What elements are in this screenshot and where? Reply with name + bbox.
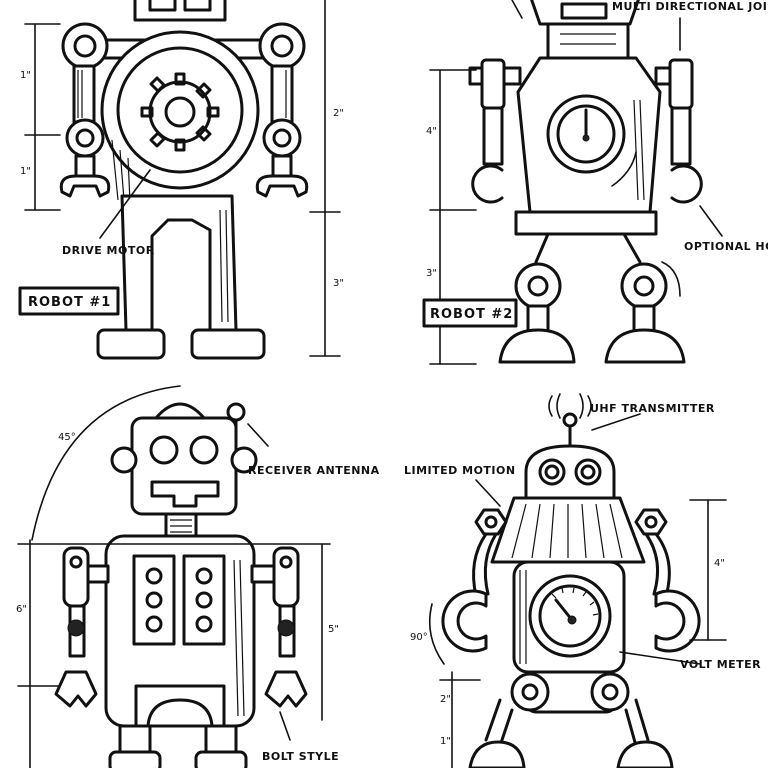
callout-multi-directional-joint: MULTI DIRECTIONAL JOINT — [612, 0, 768, 13]
robot-1 — [18, 0, 341, 360]
rivet-icon — [145, 567, 213, 633]
callout-receiver-antenna: RECEIVER ANTENNA — [248, 464, 380, 477]
dim-r4-angle: 90° — [410, 632, 428, 643]
callout-drive-motor: DRIVE MOTOR — [62, 244, 155, 257]
callout-volt-meter: VOLT METER — [680, 658, 761, 671]
dim-r2-b: 3" — [426, 268, 437, 279]
bolt-icon — [474, 508, 668, 536]
robot-2 — [422, 0, 723, 365]
dim-r1-c: 2" — [333, 108, 344, 119]
dim-r1-a: 1" — [20, 70, 31, 81]
callout-limited-motion: LIMITED MOTION — [404, 464, 516, 477]
robot-1-tag: ROBOT #1 — [28, 295, 111, 310]
dim-r3-a: 6" — [16, 604, 27, 615]
dim-r3-b: 5" — [328, 624, 339, 635]
robot-3 — [17, 385, 331, 768]
dim-r3-angle: 45° — [58, 432, 76, 443]
gauge-icon — [528, 574, 612, 658]
callout-optional-hook: OPTIONAL HOOK — [684, 240, 768, 253]
dim-r4-a: 4" — [714, 558, 725, 569]
dim-r4-b: 2" — [440, 694, 451, 705]
robot-2-tag: ROBOT #2 — [430, 307, 513, 322]
dim-r1-b: 1" — [20, 166, 31, 177]
labels: ROBOT #1 DRIVE MOTOR 1" 1" 2" 3" ROBOT #… — [16, 0, 768, 763]
gear-icon — [140, 72, 220, 152]
dim-r1-d: 3" — [333, 278, 344, 289]
callout-uhf-transmitter: UHF TRANSMITTER — [590, 402, 715, 415]
dim-r4-c: 1" — [440, 736, 451, 747]
callout-bolt-style: BOLT STYLE — [262, 750, 339, 763]
dim-r2-a: 4" — [426, 126, 437, 137]
robot-4 — [428, 393, 727, 768]
clock-icon — [546, 94, 626, 174]
